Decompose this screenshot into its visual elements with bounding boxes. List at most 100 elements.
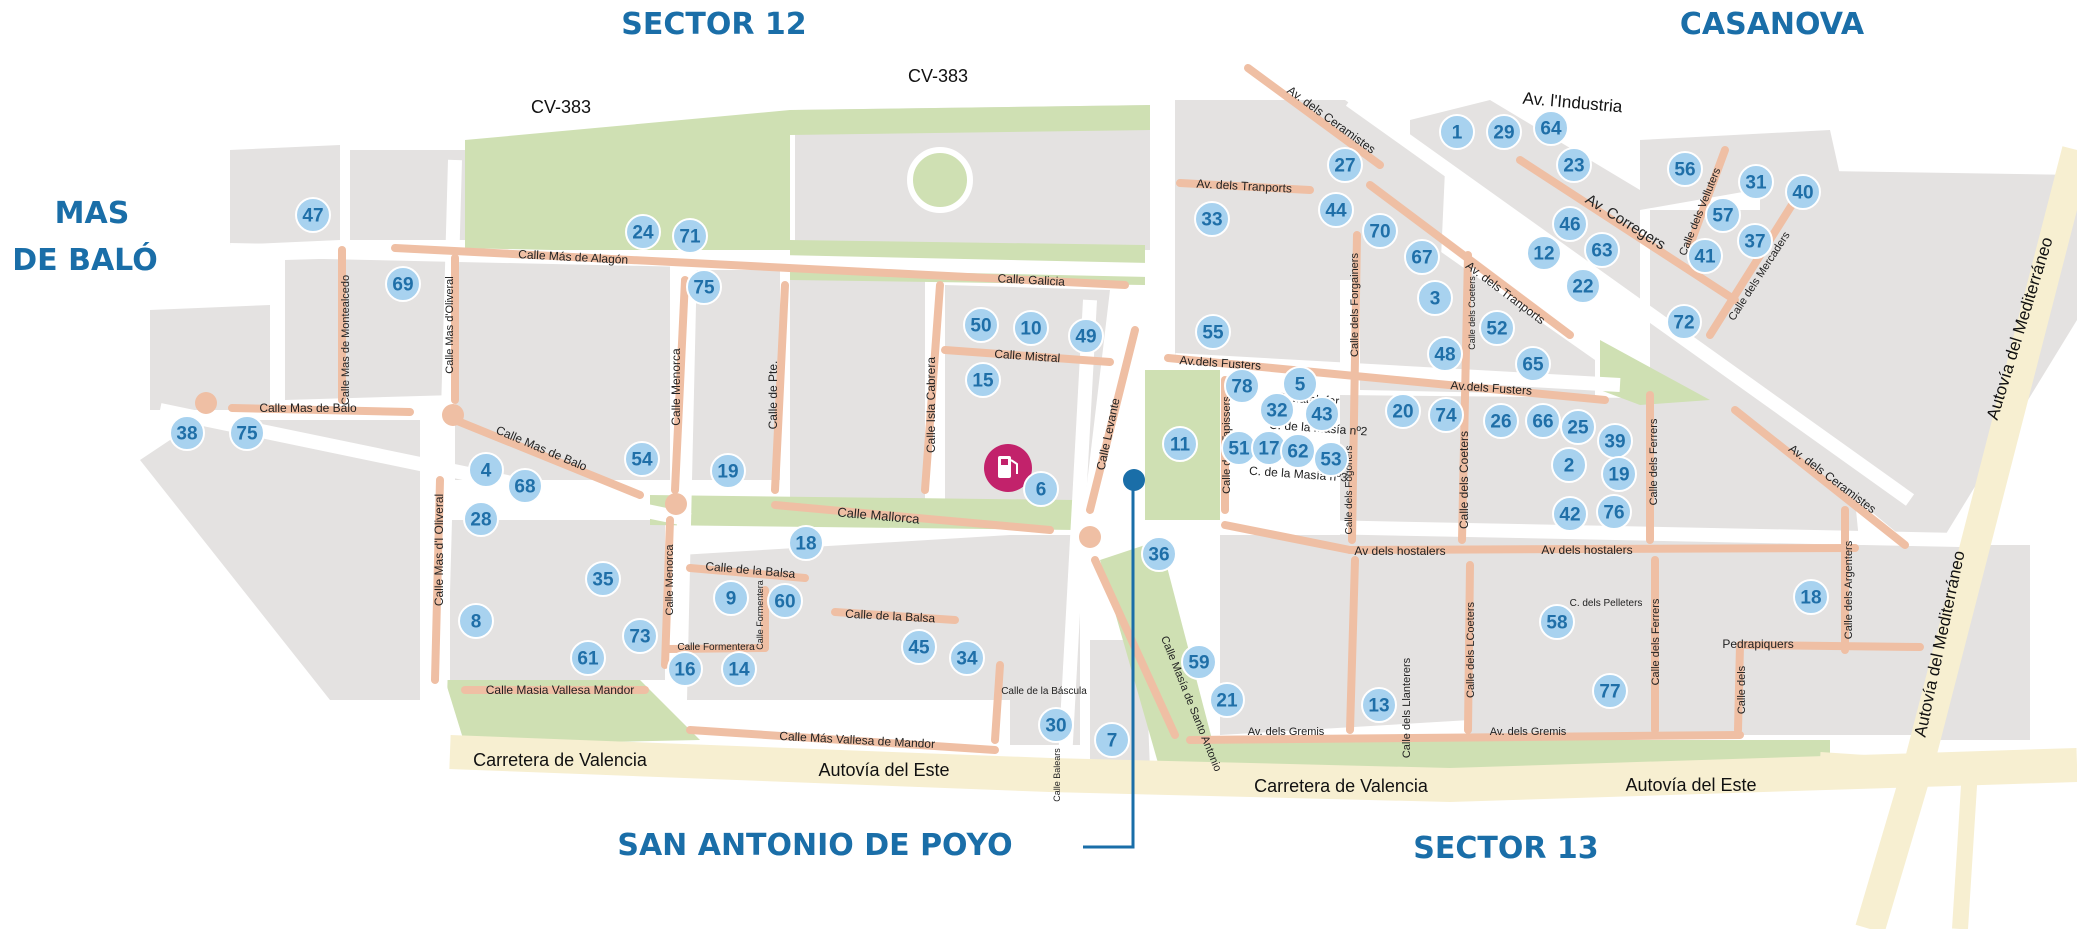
plot-marker-67[interactable]: 67 [1404,239,1440,275]
plot-marker-8[interactable]: 8 [458,603,494,639]
plot-marker-53[interactable]: 53 [1313,441,1349,477]
plot-marker-circle [1565,268,1601,304]
plot-marker-63[interactable]: 63 [1584,232,1620,268]
plot-marker-60[interactable]: 60 [767,583,803,619]
plot-marker-5[interactable]: 5 [1282,366,1318,402]
plot-marker-9[interactable]: 9 [713,580,749,616]
plot-marker-2[interactable]: 2 [1551,447,1587,483]
plot-marker-label: 58 [1546,613,1567,634]
plot-marker-label: 19 [717,462,738,483]
plot-marker-13[interactable]: 13 [1361,687,1397,723]
plot-marker-61[interactable]: 61 [570,640,606,676]
plot-marker-44[interactable]: 44 [1318,192,1354,228]
plot-marker-55[interactable]: 55 [1195,314,1231,350]
plot-marker-1[interactable]: 1 [1439,114,1475,150]
plot-marker-75[interactable]: 75 [229,415,265,451]
plot-marker-11[interactable]: 11 [1162,426,1198,462]
plot-marker-42[interactable]: 42 [1552,496,1588,532]
plot-marker-69[interactable]: 69 [385,266,421,302]
plot-marker-15[interactable]: 15 [965,362,1001,398]
green-area [1100,540,1220,770]
plot-marker-36[interactable]: 36 [1141,536,1177,572]
plot-marker-30[interactable]: 30 [1038,707,1074,743]
street-label: Calle Más Vallesa de Mandor [779,729,935,751]
plot-marker-label: 52 [1486,319,1507,340]
plot-marker-33[interactable]: 33 [1194,201,1230,237]
plot-marker-35[interactable]: 35 [585,561,621,597]
plot-marker-45[interactable]: 45 [901,629,937,665]
plot-marker-19[interactable]: 19 [1601,456,1637,492]
plot-marker-73[interactable]: 73 [622,618,658,654]
plot-marker-59[interactable]: 59 [1181,644,1217,680]
plot-marker-51[interactable]: 51 [1221,430,1257,466]
plot-marker-16[interactable]: 16 [667,651,703,687]
plot-marker-circle [965,362,1001,398]
plot-marker-76[interactable]: 76 [1596,494,1632,530]
plot-marker-64[interactable]: 64 [1533,110,1569,146]
plot-marker-68[interactable]: 68 [507,468,543,504]
plot-marker-62[interactable]: 62 [1280,433,1316,469]
plot-marker-24[interactable]: 24 [625,214,661,250]
plot-marker-39[interactable]: 39 [1597,423,1633,459]
plot-marker-75[interactable]: 75 [686,269,722,305]
plot-marker-49[interactable]: 49 [1068,318,1104,354]
plot-marker-46[interactable]: 46 [1552,206,1588,242]
plot-marker-78[interactable]: 78 [1224,368,1260,404]
plot-marker-54[interactable]: 54 [624,441,660,477]
area-label-casanova: CASANOVA [1680,7,1865,42]
plot-marker-label: 33 [1201,210,1222,231]
plot-marker-12[interactable]: 12 [1526,235,1562,271]
plot-marker-14[interactable]: 14 [721,651,757,687]
plot-marker-47[interactable]: 47 [295,197,331,233]
plot-marker-38[interactable]: 38 [169,415,205,451]
plot-marker-40[interactable]: 40 [1785,174,1821,210]
plot-marker-circle [1515,346,1551,382]
plot-marker-20[interactable]: 20 [1385,393,1421,429]
plot-marker-58[interactable]: 58 [1539,604,1575,640]
plot-marker-52[interactable]: 52 [1479,310,1515,346]
plot-marker-label: 2 [1564,456,1575,477]
plot-marker-74[interactable]: 74 [1428,397,1464,433]
plot-marker-circle [1584,232,1620,268]
plot-marker-43[interactable]: 43 [1304,396,1340,432]
plot-marker-18[interactable]: 18 [788,525,824,561]
plot-marker-4[interactable]: 4 [468,452,504,488]
plot-marker-66[interactable]: 66 [1525,403,1561,439]
plot-marker-label: 70 [1369,222,1390,243]
plot-marker-32[interactable]: 32 [1259,392,1295,428]
plot-marker-25[interactable]: 25 [1560,409,1596,445]
plot-marker-10[interactable]: 10 [1013,310,1049,346]
plot-marker-23[interactable]: 23 [1556,147,1592,183]
plot-marker-57[interactable]: 57 [1705,197,1741,233]
plot-marker-22[interactable]: 22 [1565,268,1601,304]
plot-marker-21[interactable]: 21 [1209,682,1245,718]
plot-marker-label: 4 [481,461,492,482]
plot-marker-label: 21 [1216,691,1238,712]
plot-marker-circle [1479,310,1515,346]
plot-marker-19[interactable]: 19 [710,453,746,489]
plot-marker-34[interactable]: 34 [949,640,985,676]
plot-marker-72[interactable]: 72 [1666,304,1702,340]
plot-marker-37[interactable]: 37 [1737,223,1773,259]
plot-marker-7[interactable]: 7 [1094,722,1130,758]
plot-marker-26[interactable]: 26 [1483,403,1519,439]
plot-marker-56[interactable]: 56 [1667,151,1703,187]
plot-marker-circle [1195,314,1231,350]
plot-marker-71[interactable]: 71 [672,218,708,254]
plot-marker-18[interactable]: 18 [1793,579,1829,615]
plot-marker-circle [1526,235,1562,271]
plot-marker-circle [1194,201,1230,237]
plot-marker-65[interactable]: 65 [1515,346,1551,382]
plot-marker-3[interactable]: 3 [1417,280,1453,316]
plot-marker-77[interactable]: 77 [1592,673,1628,709]
plot-marker-41[interactable]: 41 [1687,238,1723,274]
plot-marker-50[interactable]: 50 [963,307,999,343]
plot-marker-27[interactable]: 27 [1327,147,1363,183]
plot-marker-70[interactable]: 70 [1362,213,1398,249]
plot-marker-48[interactable]: 48 [1427,336,1463,372]
plot-marker-29[interactable]: 29 [1486,114,1522,150]
plot-marker-6[interactable]: 6 [1023,471,1059,507]
plot-marker-31[interactable]: 31 [1738,164,1774,200]
plot-marker-28[interactable]: 28 [463,501,499,537]
